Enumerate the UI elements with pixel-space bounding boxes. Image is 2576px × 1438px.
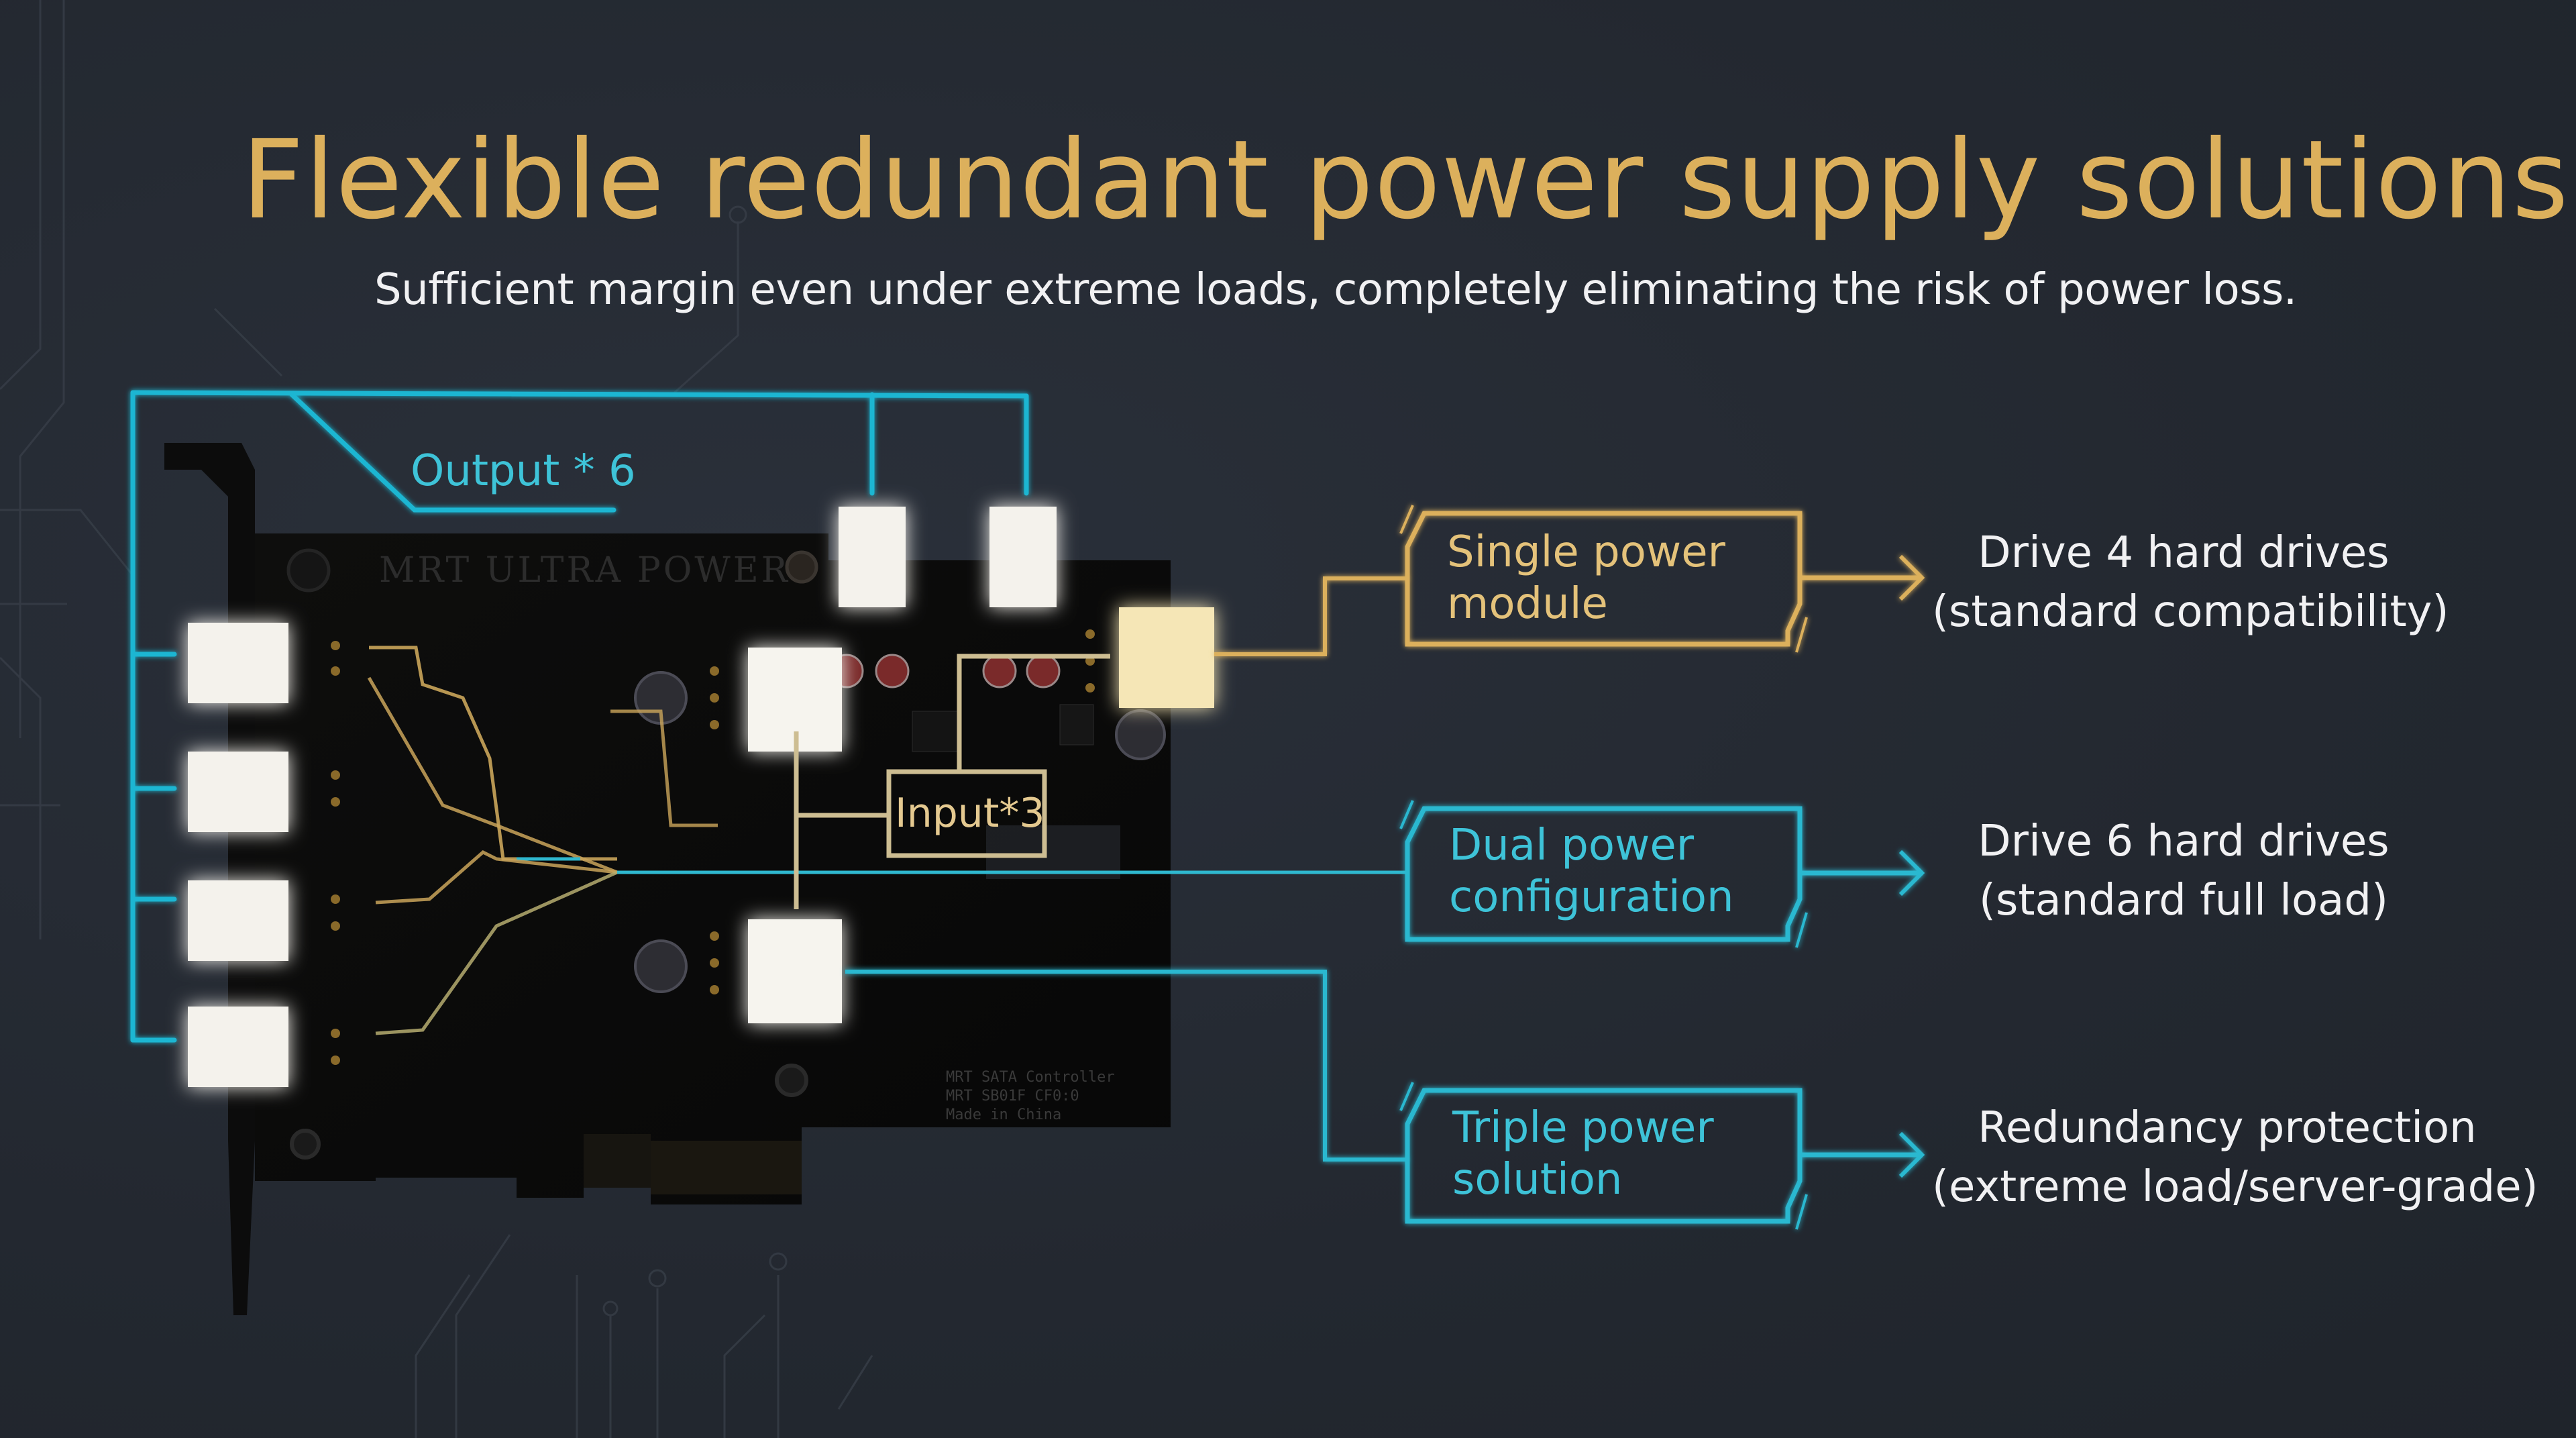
corner-accent	[1399, 505, 1414, 534]
option-box-dual	[1399, 800, 1925, 948]
arrow-head-icon	[1898, 850, 1925, 896]
corner-accent	[1399, 1082, 1414, 1111]
corner-accent	[1795, 912, 1808, 948]
corner-accent	[1399, 800, 1414, 829]
output-bus	[130, 390, 1029, 1043]
output-label: Output * 6	[411, 446, 636, 496]
option-dual-label: Dual power configuration	[1449, 821, 1734, 922]
option-triple-label: Triple power solution	[1452, 1103, 1714, 1204]
pcb-controller-print: MRT SATA Controller MRT SB01F CF0:0 Made…	[946, 1069, 1115, 1123]
input-connector-active	[1119, 607, 1214, 708]
output-connector	[188, 1007, 288, 1087]
option-dual-result: Drive 6 hard drives (standard full load)	[1978, 817, 2390, 925]
output-connector	[188, 880, 288, 961]
pci-bracket	[164, 443, 255, 1315]
page-title: Flexible redundant power supply solution…	[241, 117, 2569, 244]
pcb-traces	[367, 646, 1409, 1035]
link-single	[1214, 576, 1407, 656]
arrow-head-icon	[1898, 554, 1925, 601]
output-connector	[989, 507, 1057, 607]
option-single-result: Drive 4 hard drives (standard compatibil…	[1932, 528, 2449, 637]
corner-accent	[1795, 1194, 1808, 1230]
option-box-triple	[1399, 1082, 1925, 1230]
arrow-head-icon	[1898, 1131, 1925, 1178]
input-bus	[794, 654, 1110, 909]
option-box-frame	[1405, 1088, 1803, 1224]
option-triple-result: Redundancy protection (extreme load/serv…	[1932, 1103, 2538, 1212]
option-box-frame	[1405, 511, 1803, 647]
input-label: Input*3	[895, 790, 1045, 837]
pcb-brand-print: MRT ULTRA POWER	[379, 550, 790, 590]
option-box-single	[1399, 505, 1925, 653]
link-triple	[845, 970, 1407, 1162]
output-connector	[188, 752, 288, 832]
output-connector	[188, 623, 288, 703]
option-box-frame	[1405, 806, 1803, 942]
input-connector	[748, 919, 842, 1023]
output-connector	[839, 507, 906, 607]
option-single-label: Single power module	[1447, 527, 1725, 629]
corner-accent	[1795, 617, 1808, 653]
page-subtitle: Sufficient margin even under extreme loa…	[374, 265, 2297, 315]
